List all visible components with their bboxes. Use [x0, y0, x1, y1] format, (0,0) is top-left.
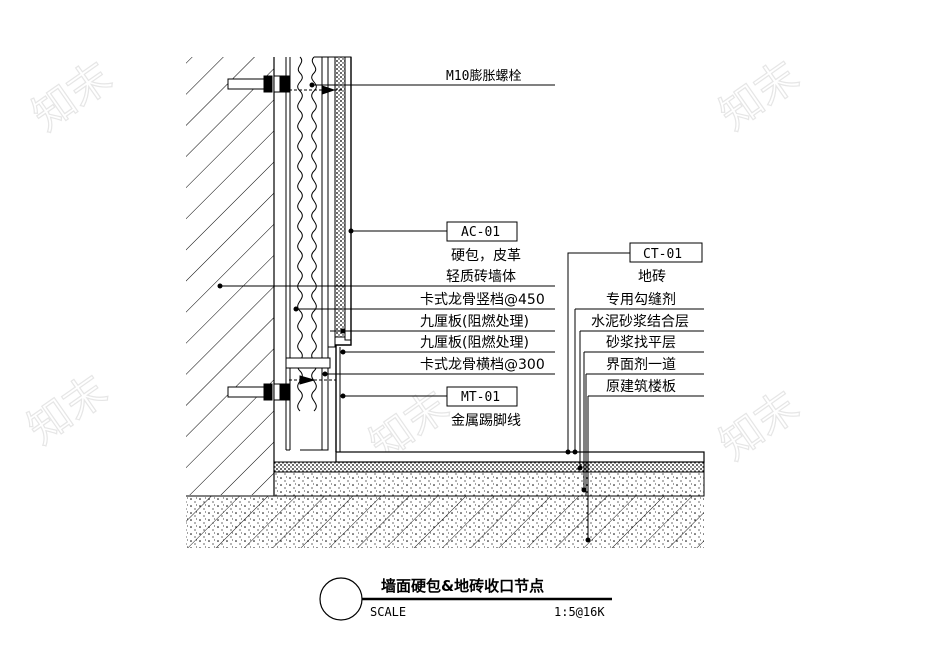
- finish-layers: [327, 56, 352, 452]
- watermark: 知末: [711, 51, 808, 139]
- label-leather: 硬包，皮革: [451, 248, 521, 264]
- leader-dots: [217, 82, 591, 543]
- label-interface: 界面剂一道: [606, 357, 676, 373]
- brick-wall: [186, 57, 275, 495]
- keel-frame: [285, 56, 329, 451]
- label-skirting: 金属踢脚线: [451, 413, 521, 429]
- detail-circle: [319, 577, 363, 621]
- watermark: 知末: [19, 365, 116, 453]
- label-plywood-2: 九厘板(阻燃处理): [420, 334, 529, 351]
- label-tile: 地砖: [638, 269, 666, 285]
- title-text: 墙面硬包&地砖收口节点: [381, 577, 544, 595]
- label-bolt: M10膨胀螺栓: [446, 69, 521, 84]
- label-grout: 专用勾缝剂: [606, 292, 676, 308]
- watermark: 知末: [23, 52, 120, 140]
- label-mortar-bond: 水泥砂浆结合层: [591, 314, 689, 330]
- mt-code-box: [446, 386, 518, 407]
- ct-code-box: [629, 242, 703, 263]
- label-ct-code: CT-01: [643, 247, 682, 262]
- label-slab: 原建筑楼板: [606, 379, 676, 395]
- floor-layers: [186, 451, 705, 548]
- leader-lines: [220, 84, 704, 540]
- watermark: 知末: [711, 381, 808, 469]
- expansion-bolt-bottom: [227, 357, 336, 401]
- label-ac-code: AC-01: [461, 225, 500, 240]
- expansion-bolt-top: [227, 75, 344, 95]
- scale-label: SCALE: [370, 605, 406, 619]
- title-block: 墙面硬包&地砖收口节点 SCALE 1:5@16K: [319, 577, 612, 621]
- label-plywood-1: 九厘板(阻燃处理): [420, 313, 529, 330]
- scale-value: 1:5@16K: [554, 605, 605, 619]
- label-mortar-level: 砂浆找平层: [606, 335, 676, 351]
- label-mt-code: MT-01: [461, 390, 500, 405]
- label-keel-vertical: 卡式龙骨竖档@450: [420, 292, 545, 308]
- label-brick-wall: 轻质砖墙体: [446, 269, 516, 285]
- label-keel-horizontal: 卡式龙骨横档@300: [420, 357, 545, 373]
- ac-code-box: [446, 221, 518, 242]
